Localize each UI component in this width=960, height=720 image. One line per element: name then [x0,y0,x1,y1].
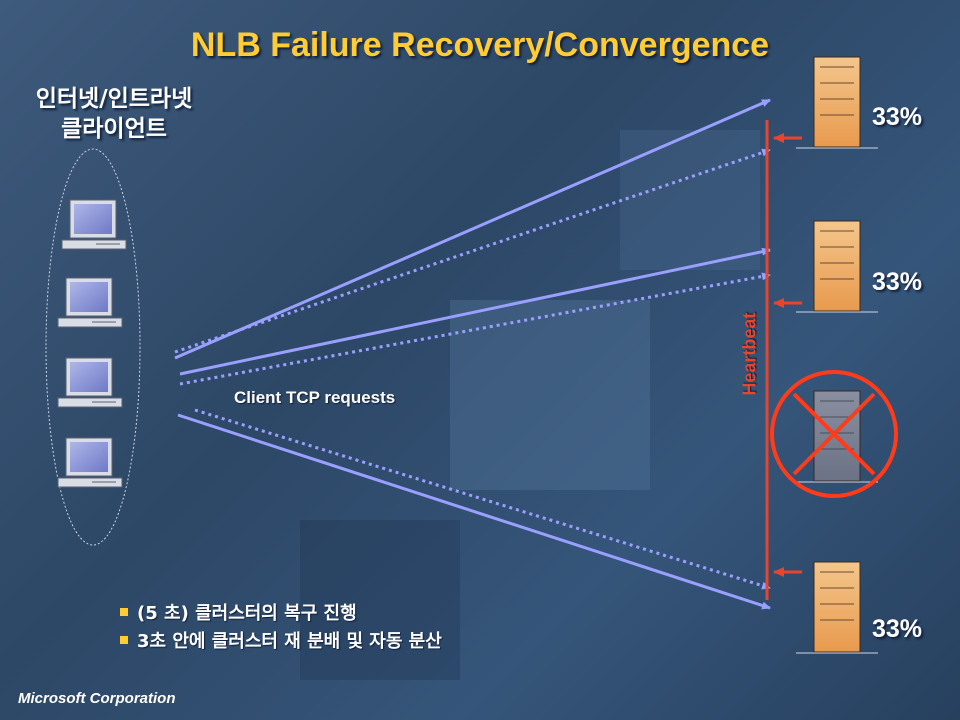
client-computer [57,357,123,408]
server-1 [796,56,878,149]
bullet-text: 3초 안에 클러스터 재 분배 및 자동 분산 [137,631,442,652]
bullet-marker [120,608,128,616]
request-line-server-4 [177,413,771,610]
client-tcp-requests-label: Client TCP requests [234,388,396,407]
bullet-item: 3초 안에 클러스터 재 분배 및 자동 분산 [120,628,442,656]
bullet-text: (5 초) 클러스터의 복구 진행 [137,603,357,624]
background-tile [300,520,460,680]
failure-x-icon [770,370,898,498]
redistributed-line-server-1 [174,148,771,354]
heartbeat-label-text: Heartbeat [739,312,760,396]
server-2 [796,220,878,313]
request-line-server-1 [174,98,771,360]
server-4-load: 33% [872,615,923,643]
footer-credit: Microsoft Corporation [18,690,176,707]
client-computer [61,199,127,250]
server-2-load: 33% [872,268,923,296]
clients-label: 인터넷/인트라넷 클라이언트 [14,84,214,144]
clients-label-line1: 인터넷/인트라넷 [35,86,193,112]
redistributed-line-server-2 [179,272,771,386]
bullet-marker [120,636,128,644]
page-title: NLB Failure Recovery/Convergence [190,26,770,64]
server-1-load: 33% [872,103,923,131]
background-tile [450,300,650,490]
bullet-item: (5 초) 클러스터의 복구 진행 [120,600,442,628]
client-group-outline [45,148,141,546]
server-4 [796,561,878,654]
client-computer [57,437,123,488]
request-line-server-2 [179,247,771,376]
redistributed-line-server-4 [194,408,771,590]
bullet-list: (5 초) 클러스터의 복구 진행 3초 안에 클러스터 재 분배 및 자동 분… [120,600,442,656]
clients-label-line2: 클라이언트 [61,116,167,142]
client-computer [57,277,123,328]
